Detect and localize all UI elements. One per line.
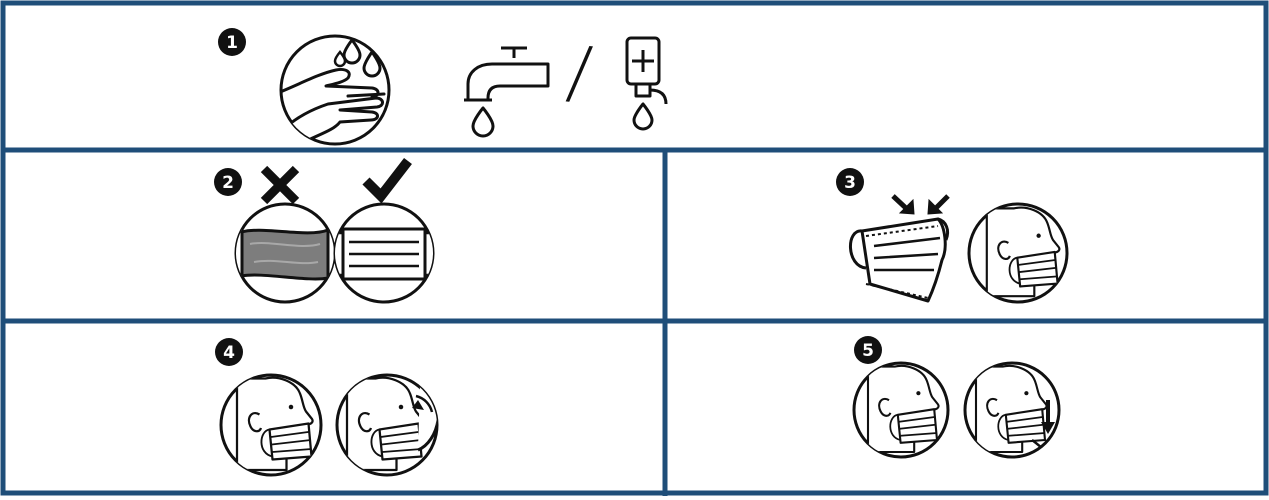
step-5-panel: 5	[854, 336, 1059, 462]
svg-text:1: 1	[226, 33, 238, 53]
checkmark-icon	[366, 161, 408, 196]
arrow-down-right-icon	[893, 196, 914, 214]
head-with-mask-icon	[854, 363, 948, 457]
mask-pull-down-icon	[965, 363, 1059, 462]
step-1-panel: 1 /	[218, 28, 666, 144]
svg-text:2: 2	[222, 173, 234, 193]
head-with-mask-icon	[969, 204, 1067, 302]
damaged-mask-icon	[222, 204, 348, 302]
water-tap-icon	[464, 48, 548, 136]
svg-text:5: 5	[862, 341, 874, 361]
step-3-badge: 3	[836, 168, 864, 196]
step-4-badge: 4	[215, 338, 243, 366]
head-with-mask-icon	[221, 375, 321, 475]
step-5-badge: 5	[854, 336, 882, 364]
sanitizer-bottle-icon	[627, 38, 666, 129]
svg-text:4: 4	[223, 343, 235, 363]
step-3-panel: 3	[836, 168, 1067, 302]
svg-text:3: 3	[844, 173, 856, 193]
arrow-down-left-icon	[928, 196, 948, 214]
intact-mask-icon	[323, 204, 445, 302]
step-1-badge: 1	[218, 28, 246, 56]
step-4-panel: 4	[215, 338, 438, 475]
mask-front-icon	[850, 219, 947, 301]
hand-wash-icon	[280, 36, 389, 144]
or-separator: /	[563, 30, 595, 114]
cross-icon	[264, 169, 296, 201]
step-2-panel: 2	[214, 161, 445, 302]
nose-pinch-icon	[337, 375, 438, 475]
step-2-badge: 2	[214, 168, 242, 196]
